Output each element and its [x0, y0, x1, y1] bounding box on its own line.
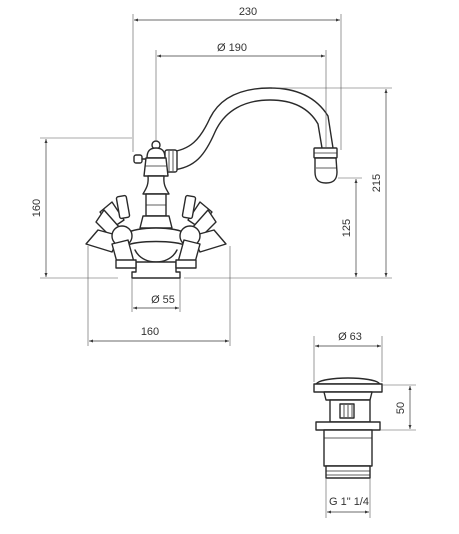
dim-total-height: 215 [371, 174, 383, 192]
column-neck [142, 175, 170, 195]
dim-base-diameter: Ø 55 [151, 294, 175, 306]
drain-cap [315, 377, 381, 385]
dim-drain-diameter: Ø 63 [338, 331, 362, 343]
dim-handle-span: 160 [141, 326, 159, 338]
drain-drawing: Ø 63 50 G 1" 1/4 [313, 331, 416, 518]
dim-spout-reach: Ø 190 [217, 42, 247, 54]
dim-drain-height: 50 [395, 402, 407, 414]
dim-drain-thread: G 1" 1/4 [329, 496, 369, 508]
dim-spout-height: 125 [341, 219, 353, 237]
right-handle [175, 194, 227, 269]
drain-flange [315, 421, 381, 431]
dim-overall-width: 230 [239, 6, 257, 18]
faucet-drawing: 230 Ø 190 215 125 160 Ø 55 160 [31, 6, 392, 346]
body-bridge [125, 227, 187, 247]
spout-outer [169, 87, 334, 153]
spout-inner [171, 99, 323, 171]
aerator-tip [314, 157, 338, 184]
drain-slot [339, 403, 355, 419]
left-handle [85, 194, 137, 269]
base-flange [131, 261, 181, 279]
drain-tail [323, 429, 373, 467]
column-head [143, 157, 169, 177]
dim-handle-height: 160 [31, 199, 43, 217]
